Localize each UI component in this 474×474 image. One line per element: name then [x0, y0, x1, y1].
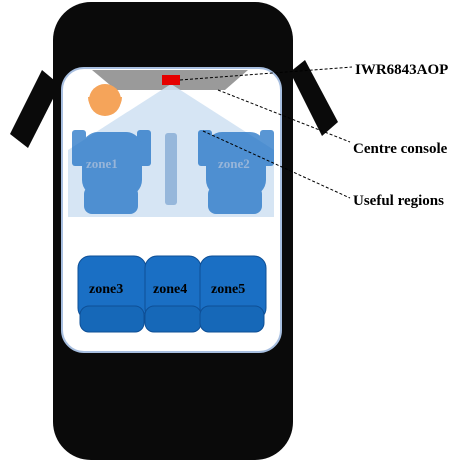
radar-sensor	[162, 75, 180, 85]
centre-console-bar	[165, 133, 177, 205]
sensor-leader-line	[179, 66, 353, 81]
seat-zone3-cushion	[79, 305, 145, 333]
regions-leader-line	[202, 130, 351, 199]
seat-zone5-cushion	[199, 305, 265, 333]
zone5-label: zone5	[211, 282, 245, 297]
rear-bench: zone3 zone4 zone5	[77, 255, 267, 333]
regions-label: Useful regions	[353, 193, 444, 209]
sensor-label: IWR6843AOP	[355, 62, 448, 78]
zone1-label: zone1	[86, 156, 118, 171]
seat-zone4-cushion	[144, 305, 202, 333]
seat-zone2: zone2	[198, 130, 274, 214]
zone3-label: zone3	[89, 282, 123, 297]
right-side-mirror	[290, 60, 338, 136]
console-leader-line	[217, 89, 351, 143]
console-label: Centre console	[353, 141, 448, 157]
seat-zone1: zone1	[72, 130, 151, 214]
left-side-mirror	[10, 70, 60, 148]
zone2-label: zone2	[218, 156, 250, 171]
driver-head-top	[89, 84, 121, 116]
zone4-label: zone4	[153, 282, 187, 297]
